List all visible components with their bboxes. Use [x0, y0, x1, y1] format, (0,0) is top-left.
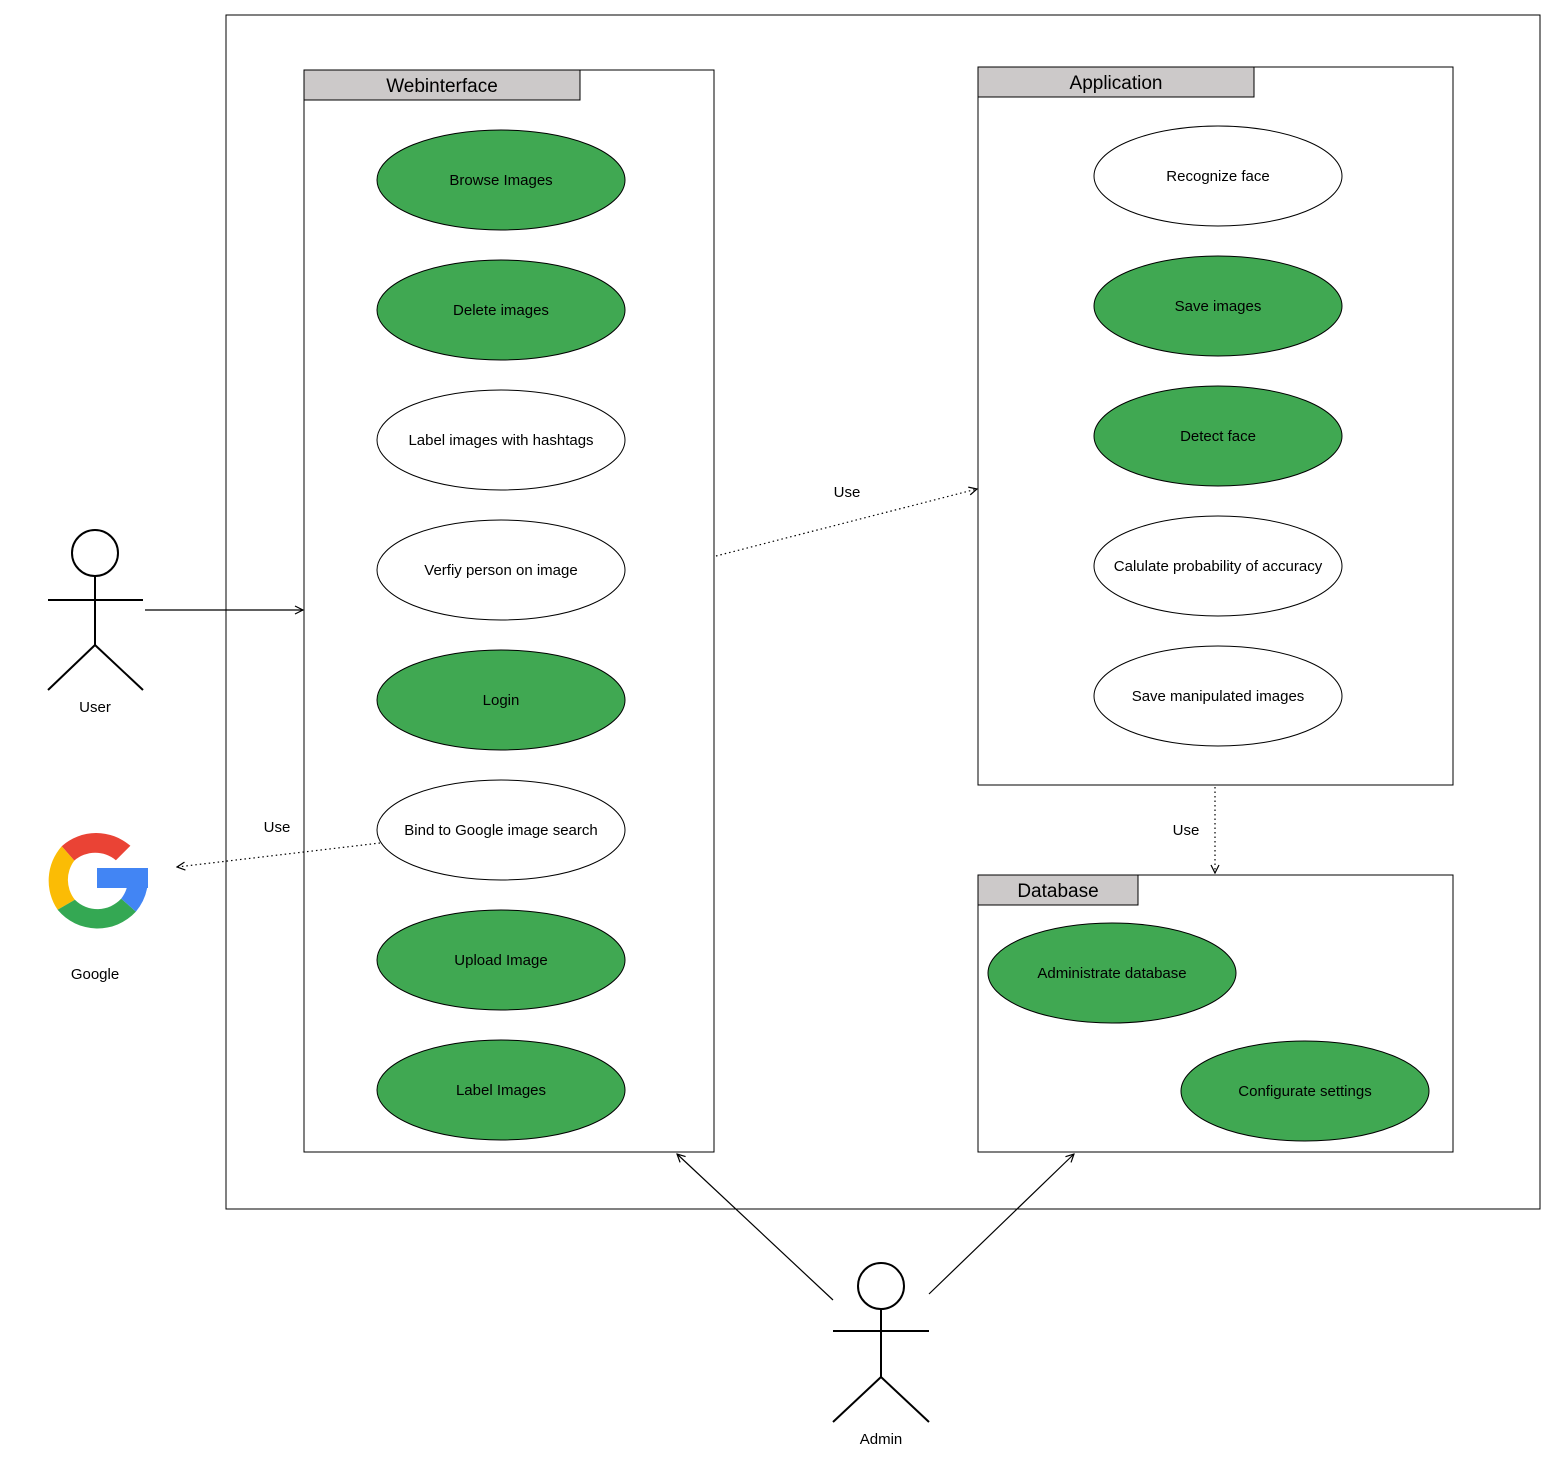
- use-case-ellipse: [376, 1039, 626, 1141]
- use-case-label: Save manipulated images: [1132, 688, 1305, 705]
- actor-admin-label: Admin: [860, 1431, 903, 1448]
- use-case-label: Calulate probability of accuracy: [1114, 558, 1323, 575]
- use-case-ellipse: [376, 519, 626, 621]
- use-case-label: Label Images: [456, 1082, 546, 1099]
- use-case-calulate-probability-of-accuracy: Calulate probability of accuracy: [1093, 515, 1343, 617]
- relations: Use Use Use: [145, 484, 1215, 1301]
- app-to-db-label: Use: [1173, 822, 1200, 839]
- package-database-title: Database: [1017, 881, 1098, 902]
- use-case-browse-images: Browse Images: [376, 129, 626, 231]
- package-database: Database Administrate databaseConfigurat…: [977, 874, 1454, 1153]
- use-case-label: Upload Image: [454, 952, 547, 969]
- package-webinterface-tab: [303, 69, 581, 101]
- use-case-ellipse: [987, 922, 1237, 1024]
- use-case-ellipse: [376, 389, 626, 491]
- use-case-ellipse: [376, 779, 626, 881]
- use-case-ellipse: [1093, 515, 1343, 617]
- admin-to-webinterface-arrow: [677, 1154, 834, 1301]
- use-case-administrate-database: Administrate database: [987, 922, 1237, 1024]
- use-case-ellipse: [1093, 385, 1343, 487]
- use-case-label: Bind to Google image search: [404, 822, 597, 839]
- use-case-ellipse: [376, 649, 626, 751]
- actor-admin: Admin: [832, 1262, 930, 1448]
- use-case-label: Detect face: [1180, 428, 1256, 445]
- use-case-label: Recognize face: [1166, 168, 1269, 185]
- use-case-verfiy-person-on-image: Verfiy person on image: [376, 519, 626, 621]
- actor-user-leg-left: [47, 644, 96, 691]
- use-case-detect-face: Detect face: [1093, 385, 1343, 487]
- use-case-label: Login: [483, 692, 520, 709]
- actor-admin-leg-right: [880, 1376, 930, 1423]
- use-case-recognize-face: Recognize face: [1093, 125, 1343, 227]
- use-case-save-manipulated-images: Save manipulated images: [1093, 645, 1343, 747]
- web-to-google-label: Use: [264, 819, 291, 836]
- actor-user-label: User: [79, 699, 111, 716]
- use-case-upload-image: Upload Image: [376, 909, 626, 1011]
- use-case-configurate-settings: Configurate settings: [1180, 1040, 1430, 1142]
- use-case-save-images: Save images: [1093, 255, 1343, 357]
- google-g-logo-icon: Google: [48, 833, 149, 983]
- actor-user-head: [71, 529, 119, 577]
- use-case-label: Delete images: [453, 302, 549, 319]
- use-case-label: Label images with hashtags: [408, 432, 593, 449]
- google-label: Google: [71, 966, 119, 983]
- use-case-label: Save images: [1175, 298, 1262, 315]
- use-case-bind-to-google-image-search: Bind to Google image search: [376, 779, 626, 881]
- actor-admin-leg-left: [832, 1376, 882, 1423]
- package-application-tab: [977, 66, 1255, 98]
- actor-user-leg-right: [94, 644, 144, 691]
- use-case-label-images-with-hashtags: Label images with hashtags: [376, 389, 626, 491]
- actor-user: User: [47, 529, 144, 716]
- use-case-ellipse: [376, 909, 626, 1011]
- use-case-ellipse: [1093, 255, 1343, 357]
- use-case-label: Verfiy person on image: [424, 562, 577, 579]
- package-database-tab: [977, 874, 1139, 906]
- use-case-ellipse: [376, 129, 626, 231]
- use-case-ellipse: [1093, 125, 1343, 227]
- actor-admin-head: [857, 1262, 905, 1310]
- use-case-login: Login: [376, 649, 626, 751]
- admin-to-database-arrow: [928, 1154, 1074, 1295]
- use-case-ellipse: [1180, 1040, 1430, 1142]
- use-case-label: Configurate settings: [1238, 1083, 1371, 1100]
- web-to-app-label: Use: [834, 484, 861, 501]
- package-application-title: Application: [1070, 73, 1163, 94]
- use-case-label: Administrate database: [1037, 965, 1186, 982]
- use-case-ellipse: [1093, 645, 1343, 747]
- use-case-label-images: Label Images: [376, 1039, 626, 1141]
- package-webinterface-title: Webinterface: [386, 76, 498, 97]
- use-case-delete-images: Delete images: [376, 259, 626, 361]
- use-case-ellipse: [376, 259, 626, 361]
- use-case-label: Browse Images: [449, 172, 552, 189]
